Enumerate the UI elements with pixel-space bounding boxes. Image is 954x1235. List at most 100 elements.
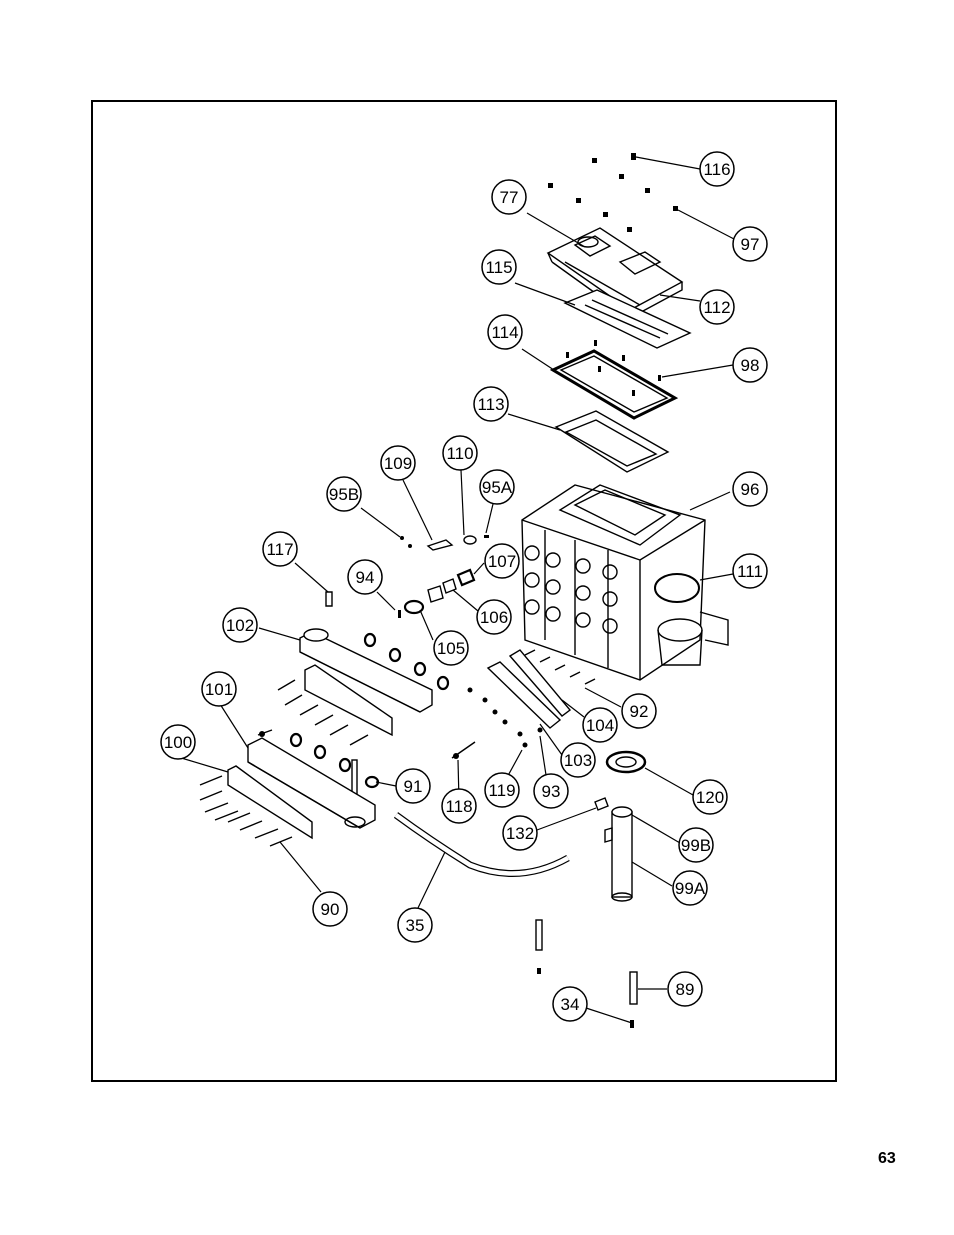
callout-label: 90 (321, 900, 340, 919)
callout-circle (732, 226, 768, 262)
callout-label: 107 (488, 552, 516, 571)
callout-94: 94 (347, 559, 383, 595)
callout-circle (732, 347, 768, 383)
callout-circle (560, 742, 596, 778)
callout-112: 112 (699, 289, 735, 325)
callout-109: 109 (380, 445, 416, 481)
callout-circle (347, 559, 383, 595)
callout-label: 113 (477, 395, 504, 414)
callout-circle (442, 435, 478, 471)
callout-98: 98 (732, 347, 768, 383)
callout-132: 132 (502, 815, 538, 851)
callout-93: 93 (533, 773, 569, 809)
callout-label: 93 (542, 782, 561, 801)
callout-106: 106 (476, 599, 512, 635)
callout-90: 90 (312, 891, 348, 927)
callout-circle (397, 907, 433, 943)
callout-110: 110 (442, 435, 478, 471)
callout-96: 96 (732, 471, 768, 507)
callout-label: 95B (329, 485, 359, 504)
callouts: 116 77 97 115 112 114 98 113 109 110 95A 95B 96 117 94… (160, 151, 768, 1022)
callout-circle (621, 693, 657, 729)
parts-artwork (199, 153, 729, 1028)
callout-circle (222, 607, 258, 643)
callout-label: 102 (226, 616, 254, 635)
callout-100: 100 (160, 724, 196, 760)
callout-label: 91 (404, 777, 423, 796)
callout-circle (326, 476, 362, 512)
callout-label: 132 (506, 824, 534, 843)
callout-label: 104 (586, 716, 614, 735)
callout-label: 101 (205, 680, 233, 699)
callout-circle (201, 671, 237, 707)
callout-label: 109 (384, 454, 412, 473)
callout-circle (380, 445, 416, 481)
callout-label: 120 (696, 788, 724, 807)
callout-91: 91 (395, 768, 431, 804)
callout-99b: 99B (678, 827, 714, 863)
callout-label: 99B (681, 836, 711, 855)
callout-circle (441, 788, 477, 824)
callout-circle (484, 772, 520, 808)
callout-95a: 95A (479, 469, 515, 505)
callout-99a: 99A (672, 870, 708, 906)
callout-107: 107 (484, 543, 520, 579)
callout-104: 104 (582, 707, 618, 743)
callout-label: 98 (741, 356, 760, 375)
page-number: 63 (878, 1150, 896, 1167)
callout-label: 115 (485, 258, 512, 277)
callout-label: 105 (437, 639, 465, 658)
callout-116: 116 (699, 151, 735, 187)
callout-circle (262, 531, 298, 567)
callout-101: 101 (201, 671, 237, 707)
callout-label: 34 (561, 995, 580, 1014)
callout-label: 112 (703, 298, 730, 317)
callout-111: 111 (732, 553, 768, 589)
callout-circle (699, 151, 735, 187)
callout-label: 95A (482, 478, 513, 497)
callout-119: 119 (484, 772, 520, 808)
callout-35: 35 (397, 907, 433, 943)
callout-circle (473, 386, 509, 422)
callout-105: 105 (433, 630, 469, 666)
callout-113: 113 (473, 386, 509, 422)
callout-label: 77 (500, 188, 519, 207)
callout-label: 103 (564, 751, 592, 770)
callout-label: 118 (445, 797, 472, 816)
callout-circle (487, 314, 523, 350)
callout-95b: 95B (326, 476, 362, 512)
callout-117: 117 (262, 531, 298, 567)
callout-label: 116 (703, 160, 730, 179)
callout-circle (476, 599, 512, 635)
callout-circle (552, 986, 588, 1022)
callout-118: 118 (441, 788, 477, 824)
callout-label: 114 (491, 323, 518, 342)
callout-89: 89 (667, 971, 703, 1007)
callout-34: 34 (552, 986, 588, 1022)
callout-label: 100 (164, 733, 192, 752)
callout-77: 77 (491, 179, 527, 215)
callout-97: 97 (732, 226, 768, 262)
callout-label: 92 (630, 702, 649, 721)
callout-label: 119 (488, 781, 515, 800)
callout-92: 92 (621, 693, 657, 729)
callout-circle (160, 724, 196, 760)
callout-label: 97 (741, 235, 760, 254)
callout-115: 115 (481, 249, 517, 285)
callout-label: 110 (446, 444, 473, 463)
callout-circle (678, 827, 714, 863)
callout-114: 114 (487, 314, 523, 350)
callout-circle (433, 630, 469, 666)
callout-circle (491, 179, 527, 215)
callout-circle (502, 815, 538, 851)
diagram-frame (91, 100, 837, 1082)
callout-circle (699, 289, 735, 325)
callout-label: 117 (266, 540, 293, 559)
callout-circle (692, 779, 728, 815)
callout-circle (533, 773, 569, 809)
callout-120: 120 (692, 779, 728, 815)
callout-label: 96 (741, 480, 760, 499)
callout-circle (732, 471, 768, 507)
callout-label: 111 (737, 562, 763, 581)
callout-label: 35 (406, 916, 425, 935)
